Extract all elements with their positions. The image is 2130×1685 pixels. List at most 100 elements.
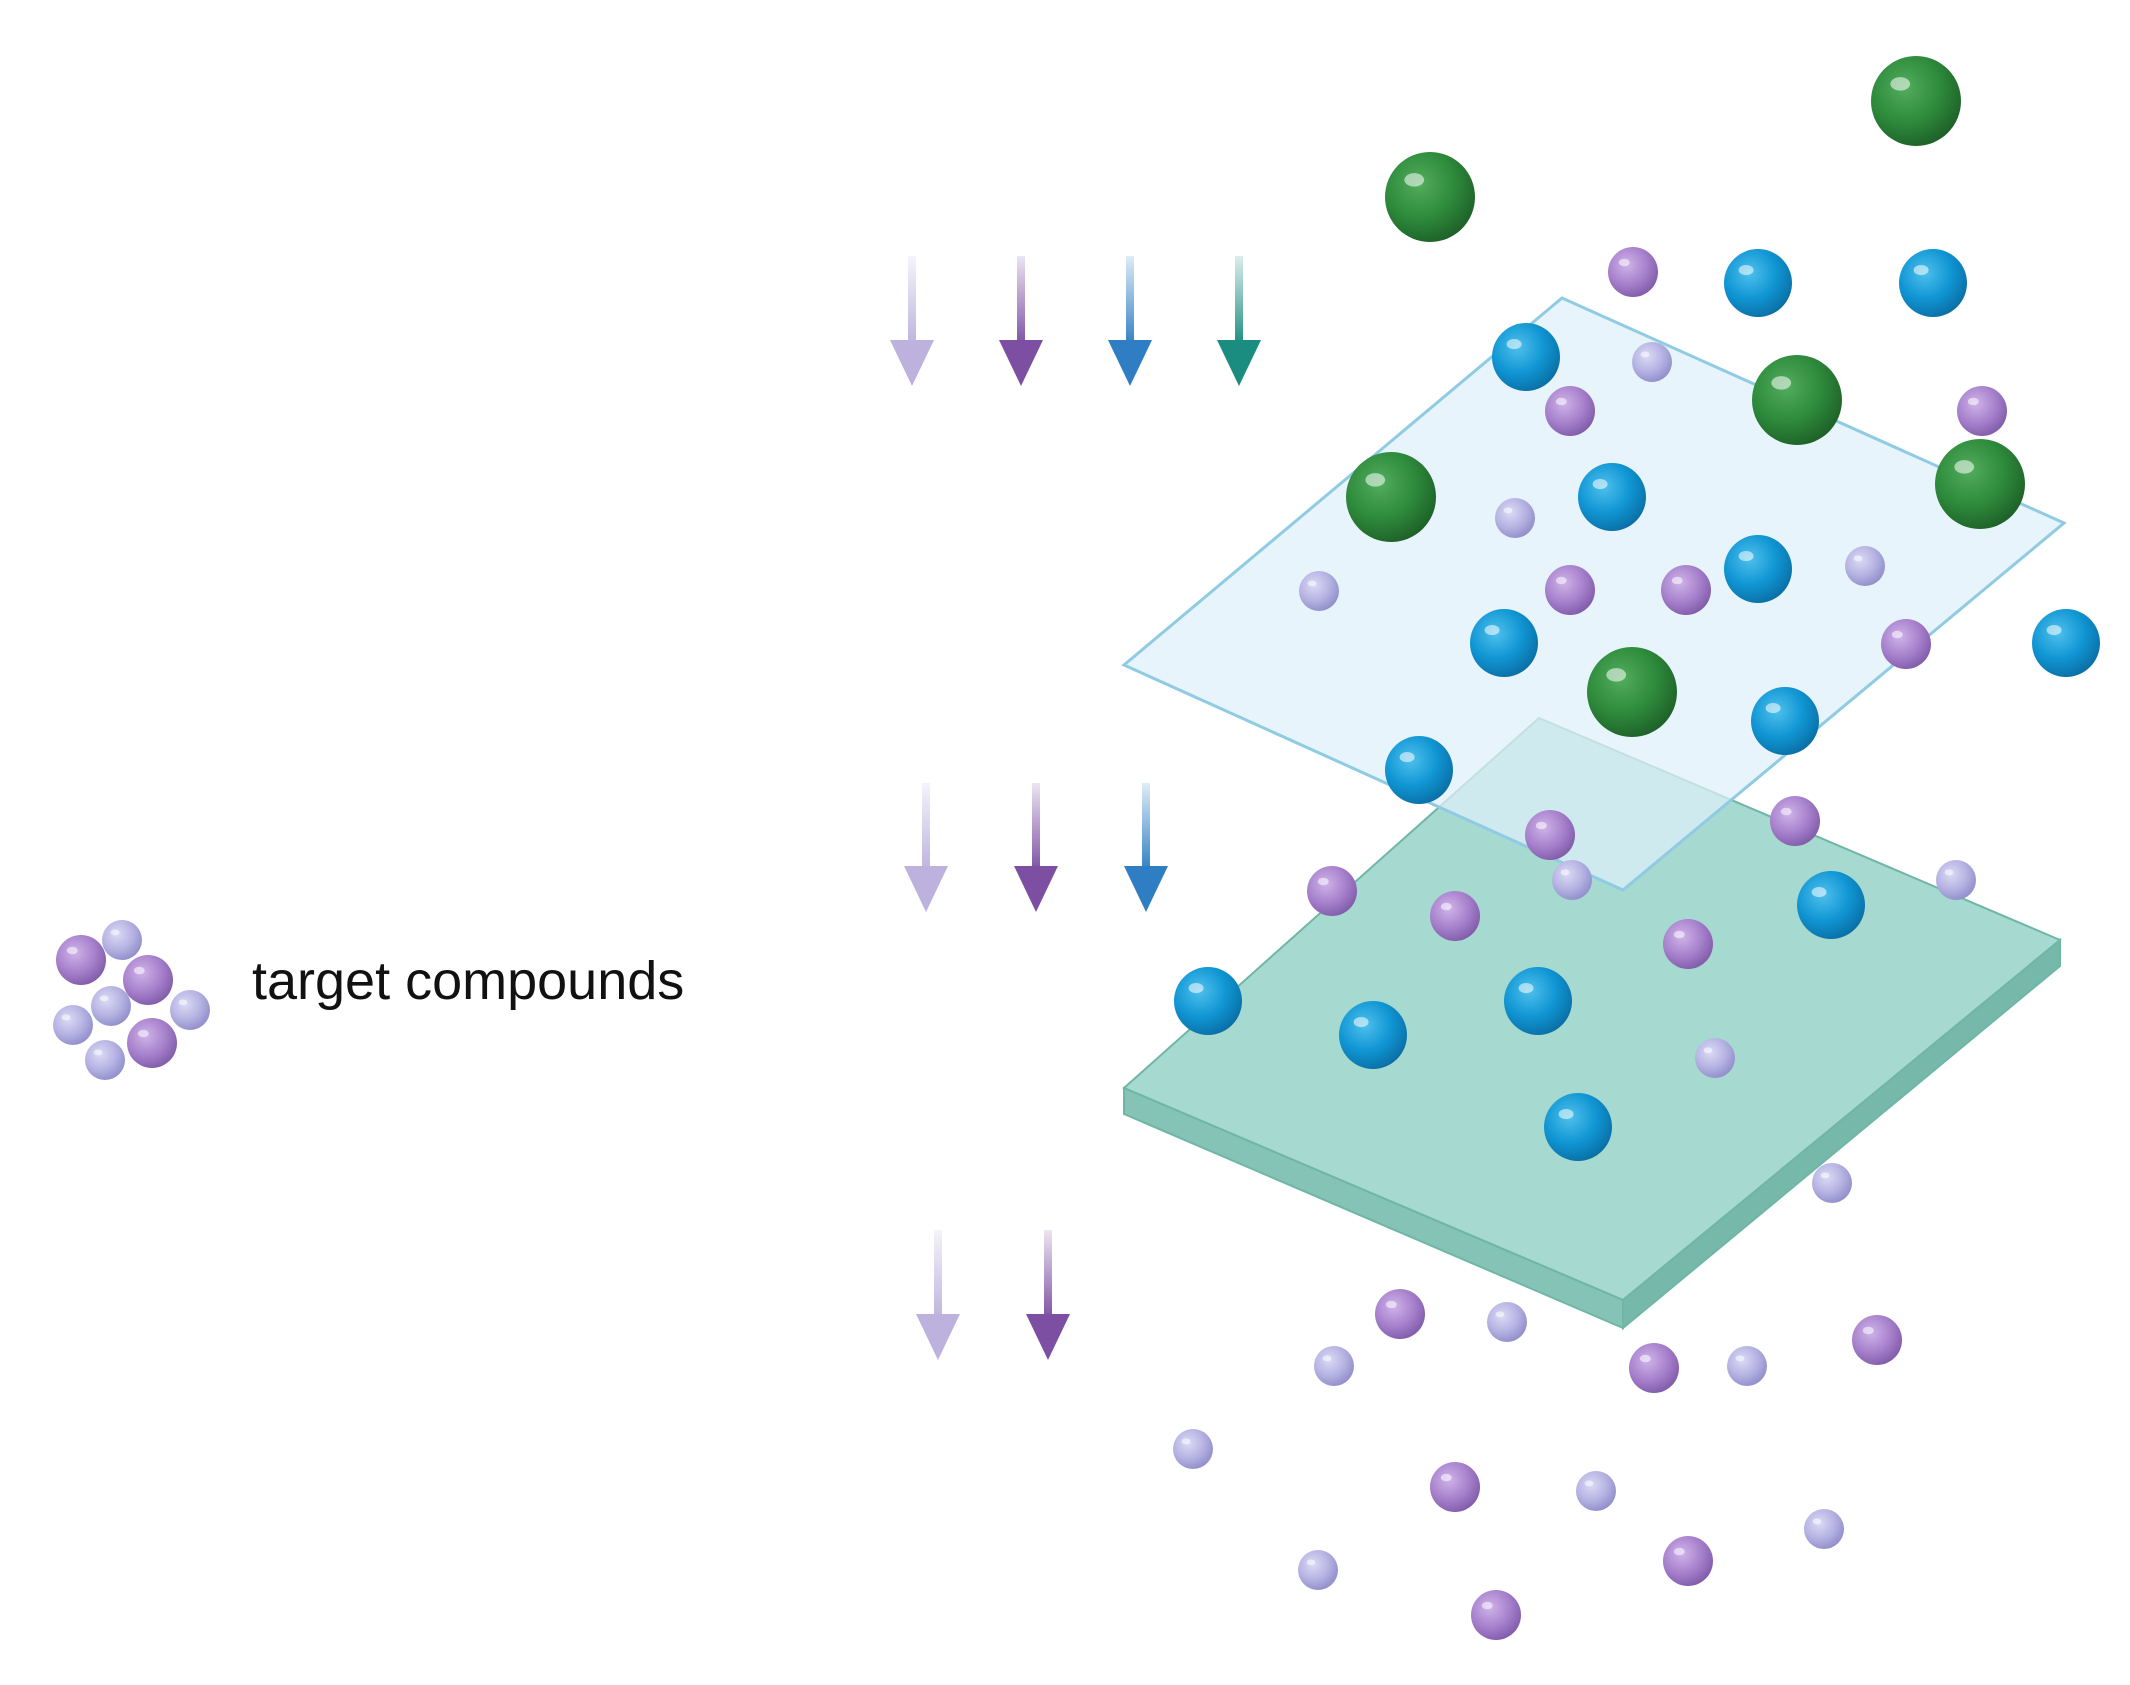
green-particle [1935, 439, 2025, 529]
arrow-shaft [1126, 256, 1134, 346]
blue-particle [1470, 609, 1538, 677]
arrow-head [1108, 340, 1152, 386]
particle-highlight [1188, 982, 1204, 994]
light-purple-particle [1845, 546, 1885, 586]
purple-particle [1545, 386, 1595, 436]
particle-highlight [1765, 702, 1781, 714]
particle-highlight [1306, 1559, 1316, 1566]
legend-light-purple-particle [91, 986, 131, 1026]
light-purple-particle [1804, 1509, 1844, 1549]
legend-light-purple-particle [85, 1040, 125, 1080]
arrow-head [1124, 866, 1168, 912]
green-particle [1385, 152, 1475, 242]
arrow-shaft [908, 256, 916, 346]
light-purple-particle [1812, 1163, 1852, 1203]
purple-particle [1629, 1343, 1679, 1393]
blue-particle [1544, 1093, 1612, 1161]
particle-highlight [1353, 1016, 1369, 1028]
blue-particle [1385, 736, 1453, 804]
arrow-shaft [934, 1230, 942, 1320]
purple-particle [1375, 1289, 1425, 1339]
particle-highlight [1967, 397, 1979, 406]
blue-particle [1797, 871, 1865, 939]
blue-particle [1339, 1001, 1407, 1069]
light-purple-particle [1727, 1346, 1767, 1386]
particle-highlight [99, 995, 109, 1002]
green-particle [1346, 452, 1436, 542]
particle-highlight [2046, 624, 2062, 636]
particle-highlight [1307, 580, 1317, 587]
blue-particle [1724, 535, 1792, 603]
particle-highlight [1738, 264, 1754, 276]
particle-highlight [66, 946, 78, 955]
light-purple-particle [1299, 571, 1339, 611]
light-purple-particle [1936, 860, 1976, 900]
particle-highlight [1853, 555, 1863, 562]
blue-particle [1578, 463, 1646, 531]
blue-particle [1899, 249, 1967, 317]
particle-highlight [1365, 473, 1386, 487]
arrow-head [1217, 340, 1261, 386]
purple-particle [1545, 565, 1595, 615]
green-particle [1871, 56, 1961, 146]
legend-light-purple-particle [102, 920, 142, 960]
purple-particle [1608, 247, 1658, 297]
particle-highlight [1399, 751, 1415, 763]
down-arrow-purple [999, 256, 1043, 386]
flow-arrows [890, 256, 1261, 1360]
purple-particle [1307, 866, 1357, 916]
particle-highlight [61, 1014, 71, 1021]
particle-highlight [1639, 1354, 1651, 1363]
purple-particle [1663, 1536, 1713, 1586]
particle-highlight [1812, 1518, 1822, 1525]
particle-highlight [1738, 550, 1754, 562]
particle-highlight [1954, 460, 1975, 474]
arrow-head [904, 866, 948, 912]
legend-purple-particle [123, 955, 173, 1005]
particle-highlight [1890, 77, 1911, 91]
purple-particle [1663, 919, 1713, 969]
arrow-shaft [1235, 256, 1243, 346]
particle-highlight [1404, 173, 1425, 187]
legend-light-purple-particle [53, 1005, 93, 1045]
purple-particle [1430, 1462, 1480, 1512]
particle-highlight [1181, 1438, 1191, 1445]
particle-highlight [1481, 1601, 1493, 1610]
target-compounds-icon [53, 920, 210, 1080]
particle-highlight [1555, 576, 1567, 585]
arrow-shaft [1032, 783, 1040, 872]
light-purple-particle [1632, 342, 1672, 382]
down-arrow-light-purple [904, 783, 948, 912]
particle-highlight [93, 1049, 103, 1056]
particle-highlight [1735, 1355, 1745, 1362]
particle-highlight [1673, 930, 1685, 939]
legend-purple-particle [56, 935, 106, 985]
arrow-shaft [922, 783, 930, 872]
down-arrow-blue [1124, 783, 1168, 912]
particle-highlight [1322, 1355, 1332, 1362]
down-arrow-green [1217, 256, 1261, 386]
legend-light-purple-particle [170, 990, 210, 1030]
purple-particle [1770, 796, 1820, 846]
blue-particle [1174, 967, 1242, 1035]
purple-particle [1881, 619, 1931, 669]
light-purple-particle [1495, 498, 1535, 538]
blue-particle [1751, 687, 1819, 755]
particle-highlight [1811, 886, 1827, 898]
particle-highlight [1673, 1547, 1685, 1556]
legend-label: target compounds [252, 951, 685, 1011]
arrow-shaft [1017, 256, 1025, 346]
lower-membrane [1122, 716, 2062, 1331]
particle-highlight [1385, 1300, 1397, 1309]
particle-highlight [1771, 376, 1792, 390]
particle-highlight [1780, 807, 1792, 816]
particle-highlight [1618, 258, 1630, 267]
light-purple-particle [1173, 1429, 1213, 1469]
particle-highlight [1862, 1326, 1874, 1335]
green-particle [1752, 355, 1842, 445]
light-purple-particle [1576, 1471, 1616, 1511]
particle-highlight [1671, 576, 1683, 585]
blue-particle [2032, 609, 2100, 677]
